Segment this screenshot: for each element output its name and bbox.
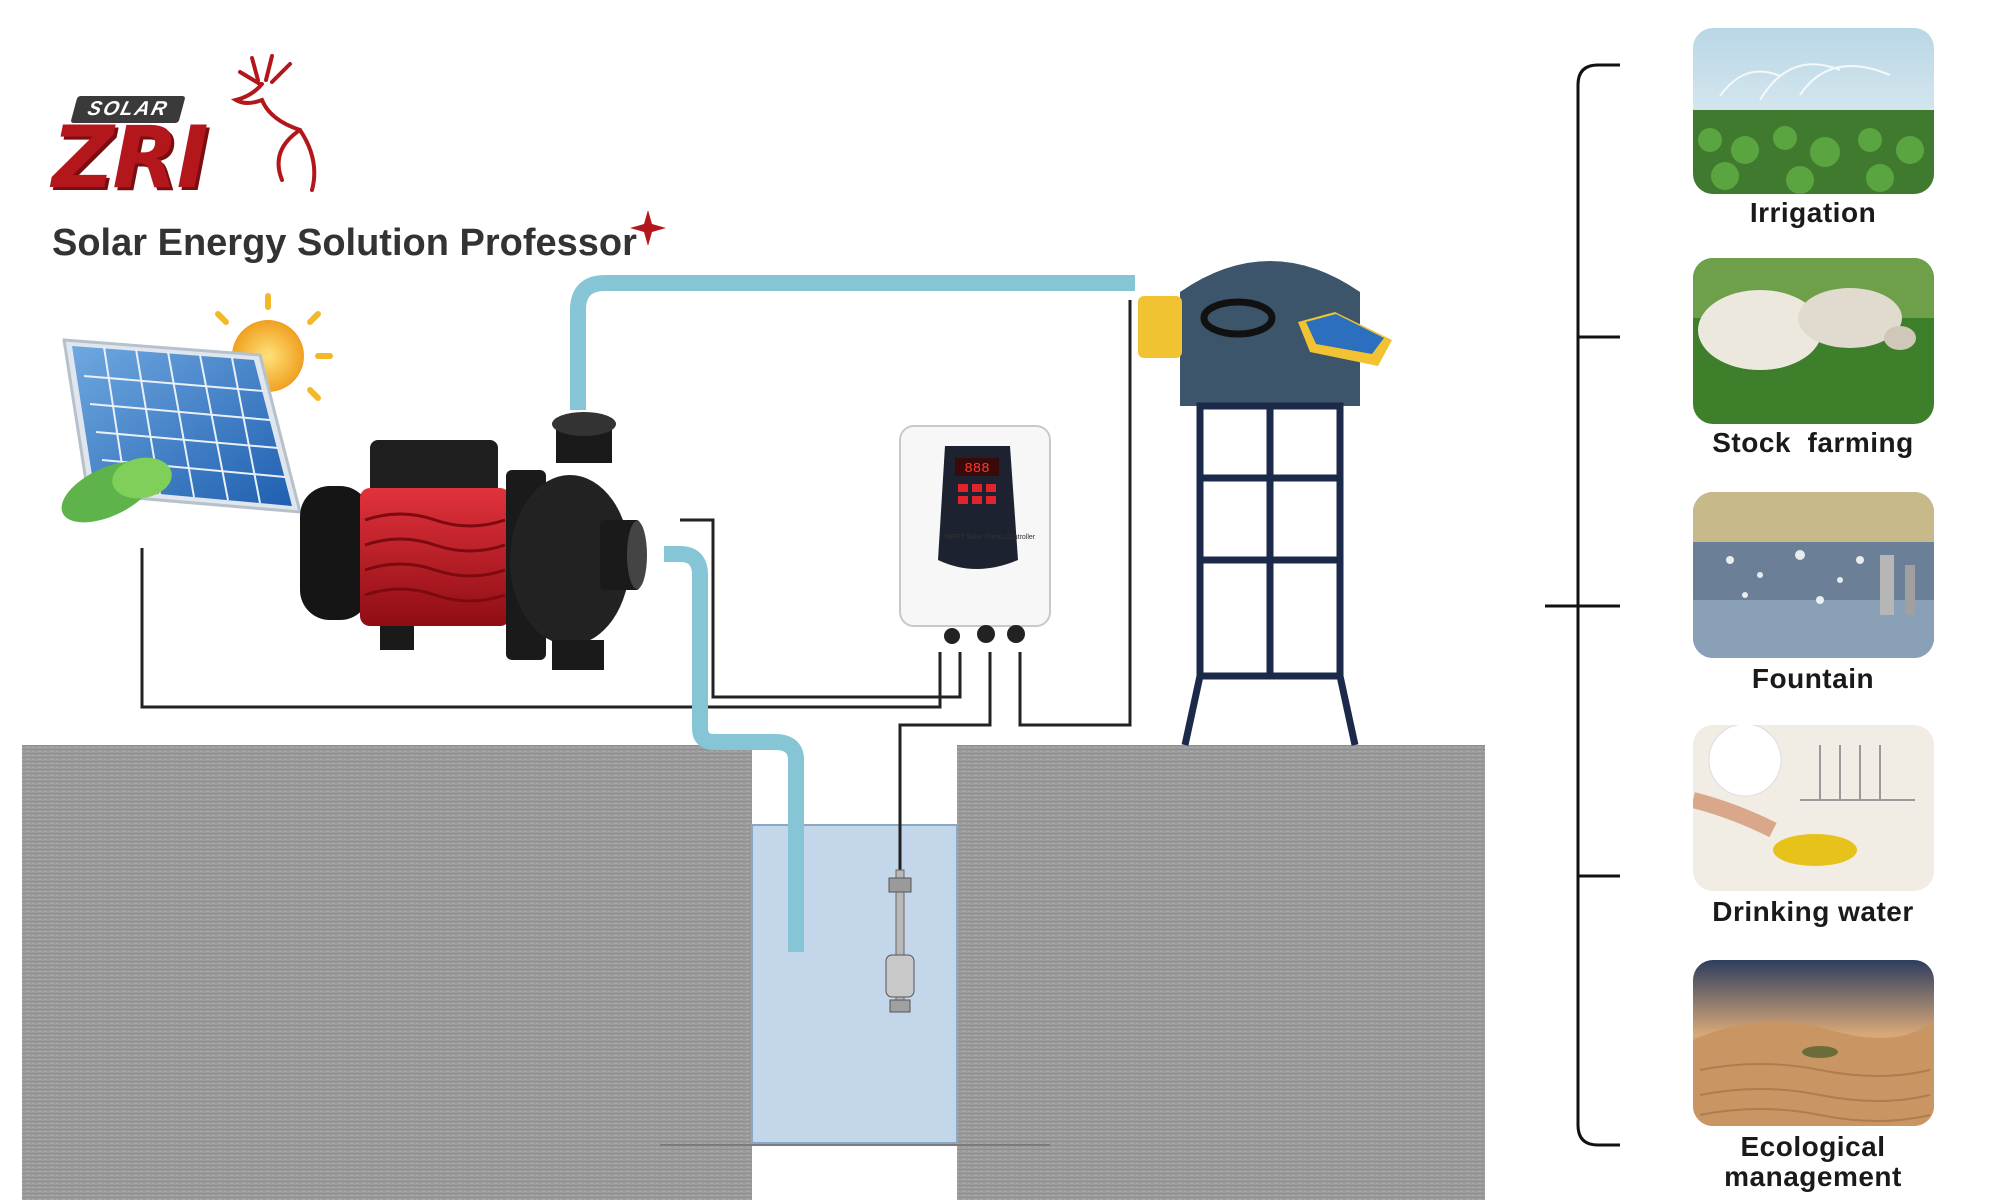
logo-brand-text: ZRI <box>52 108 209 208</box>
solar-panel-icon <box>61 293 333 523</box>
controller-label: MPPT Solar Pump Controller <box>945 534 1036 541</box>
water-well <box>660 745 1050 1200</box>
label-fountain: Fountain <box>1751 663 1875 694</box>
water-pipes <box>570 275 1135 952</box>
label-ecological-management: Ecological management <box>1724 1131 1902 1192</box>
deer-logo-icon <box>230 54 317 192</box>
thumb-ecological-management <box>1693 960 1934 1126</box>
control-wires <box>140 300 1132 870</box>
applications-bracket <box>1545 63 1620 1147</box>
label-irrigation: Irrigation <box>1749 197 1877 228</box>
well-float-sensor <box>885 869 915 1013</box>
thumb-irrigation <box>1693 28 1934 194</box>
thumb-drinking-water <box>1693 725 1934 891</box>
label-stock-farming: Stock farming <box>1712 427 1914 458</box>
pump-controller-icon: 888 <box>899 425 1051 644</box>
thumb-stock-farming <box>1693 258 1934 424</box>
svg-text:888: 888 <box>964 461 989 477</box>
thumb-fountain <box>1693 492 1934 658</box>
sparkle-icon <box>630 210 666 246</box>
label-drinking-water: Drinking water <box>1712 896 1914 927</box>
tagline: Solar Energy Solution Professor <box>52 222 637 264</box>
ground <box>22 745 1485 1200</box>
water-tower-icon <box>1138 261 1392 746</box>
surface-pump-icon <box>300 412 647 670</box>
